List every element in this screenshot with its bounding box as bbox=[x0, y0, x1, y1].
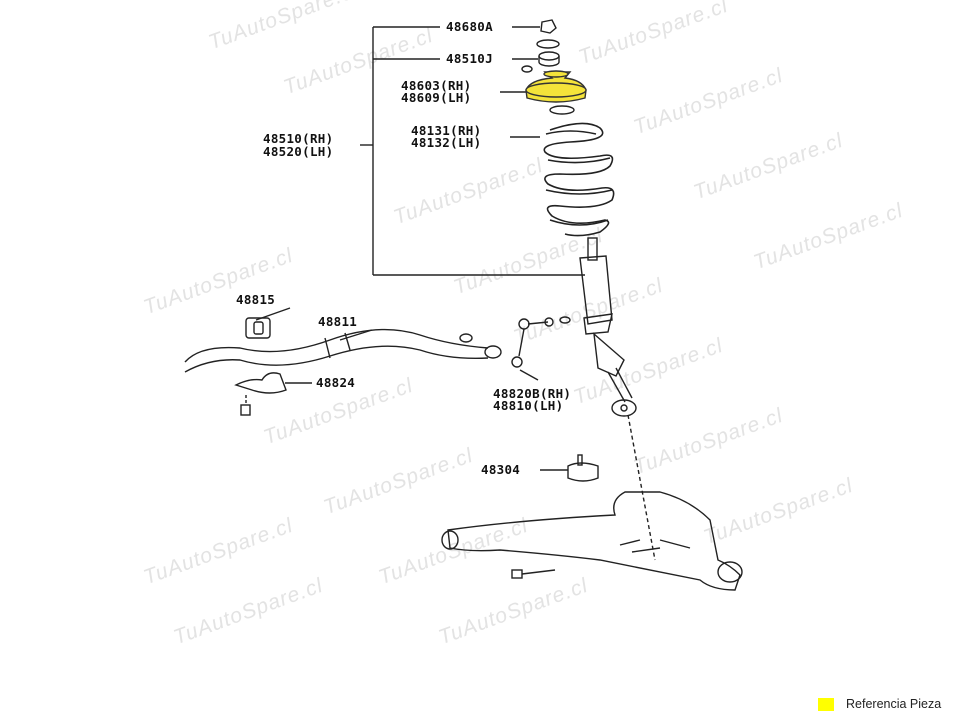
coil-spring-48131 bbox=[543, 122, 615, 237]
shock-absorber-48510 bbox=[579, 237, 637, 417]
part-label-48810: 48810(LH) bbox=[493, 398, 564, 413]
washer bbox=[536, 39, 560, 49]
bolt bbox=[511, 569, 556, 579]
part-label-48820b: 48820B(RH) bbox=[493, 386, 572, 401]
part-label-48520: 48520(LH) bbox=[263, 144, 334, 159]
part-label-48815: 48815 bbox=[236, 292, 276, 307]
legend-swatch bbox=[818, 697, 834, 711]
bushing-48815 bbox=[245, 317, 271, 339]
bolt bbox=[240, 404, 251, 416]
stabilizer-bar-48811 bbox=[184, 328, 502, 373]
part-label-48131: 48131(RH) bbox=[411, 123, 482, 138]
stabilizer-link-48820b bbox=[511, 316, 571, 368]
legend-label: Referencia Pieza bbox=[846, 697, 942, 711]
strut-mount-48603-highlighted bbox=[525, 70, 587, 103]
leader-lines bbox=[245, 26, 656, 561]
lower-arm bbox=[441, 491, 743, 591]
washer bbox=[549, 105, 575, 115]
part-label-48811: 48811 bbox=[318, 314, 358, 329]
part-label-48824: 48824 bbox=[316, 375, 356, 390]
nut-48680a bbox=[540, 19, 557, 34]
part-label-48510: 48510(RH) bbox=[263, 131, 334, 146]
nut bbox=[459, 333, 473, 343]
small-nut bbox=[521, 65, 533, 73]
part-label-48680a: 48680A bbox=[446, 19, 493, 34]
bushing-48510j bbox=[538, 51, 560, 67]
part-label-48132: 48132(LH) bbox=[411, 135, 482, 150]
legend: Referencia Pieza bbox=[818, 697, 941, 711]
part-label-48603: 48603(RH) bbox=[401, 78, 472, 93]
bump-stopper-48304 bbox=[567, 454, 599, 482]
part-label-48510j: 48510J bbox=[446, 51, 493, 66]
part-label-48304: 48304 bbox=[481, 462, 521, 477]
bracket-48824 bbox=[234, 372, 287, 394]
assembly-bracket bbox=[360, 26, 585, 276]
part-label-48609: 48609(LH) bbox=[401, 90, 472, 105]
